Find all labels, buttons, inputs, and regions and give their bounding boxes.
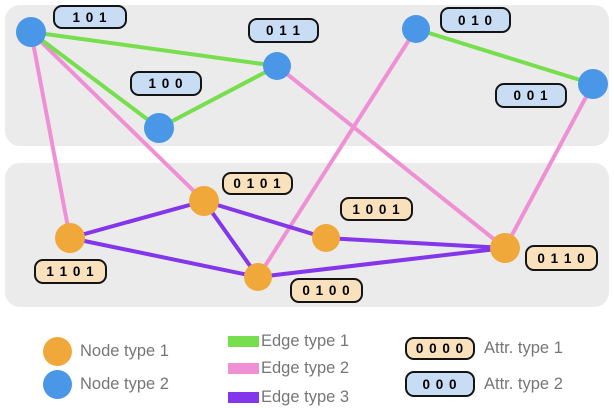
- node-type-1-o2: [189, 186, 219, 216]
- legend-item-attr-type-1: 0 0 0 0 Attr. type 1: [405, 337, 563, 360]
- legend-item-attr-type-2: 0 0 0 Attr. type 2: [405, 371, 563, 397]
- node-type-2-b1: [16, 17, 46, 47]
- legend-label: Node type 2: [80, 375, 169, 393]
- edge-type-2-swatch-icon: [228, 362, 259, 374]
- edge-type-3-o3-o5: [256, 246, 507, 279]
- edge-type-1-b2-b3: [157, 64, 279, 130]
- edge-type-1-b1-b3: [29, 30, 279, 68]
- legend-label: Edge type 1: [261, 331, 350, 350]
- legend-label: Attr. type 1: [484, 339, 563, 357]
- edge-type-3-o4-o5: [324, 236, 507, 250]
- node-type-1-o4: [312, 224, 340, 252]
- legend-item-edge-type-2: Edge type 2: [228, 357, 349, 379]
- edge-type-3-swatch-icon: [228, 391, 259, 403]
- edge-type-1-swatch-icon: [228, 335, 259, 347]
- edge-type-2-b1-o2: [29, 30, 206, 203]
- legend-label: Edge type 3: [261, 387, 350, 406]
- node-type-1-swatch-icon: [43, 337, 72, 366]
- edge-type-2-b3-o5: [275, 64, 507, 250]
- node-type-2-swatch-icon: [43, 370, 72, 399]
- legend-label: Edge type 2: [261, 358, 350, 377]
- edge-type-2-b1-o1: [29, 30, 72, 240]
- legend-item-node-type-1: Node type 1: [43, 337, 169, 366]
- node-type-1-o1: [55, 223, 85, 253]
- node-type-2-b3: [263, 52, 291, 80]
- node-type-2-b4: [402, 15, 430, 43]
- legend-label: Attr. type 2: [484, 374, 563, 393]
- edge-type-1-b4-b5: [414, 27, 595, 86]
- edge-type-3-o2-o4: [202, 199, 328, 240]
- legend-label: Node type 1: [80, 342, 169, 360]
- edge-type-3-o2-o3: [202, 199, 260, 279]
- edge-type-3-o1-o3: [68, 236, 260, 279]
- legend-item-node-type-2: Node type 2: [43, 370, 169, 399]
- node-type-2-b2: [144, 113, 174, 143]
- edge-type-3-o1-o2: [68, 199, 206, 240]
- legend-item-edge-type-1: Edge type 1: [228, 330, 349, 352]
- edge-type-2-b5-o5: [503, 82, 595, 250]
- legend-item-edge-type-3: Edge type 3: [228, 386, 349, 408]
- edge-type-2-b4-o3: [256, 27, 418, 279]
- node-type-2-b5: [578, 69, 608, 99]
- layer-band-2: [5, 163, 609, 307]
- attr-type-1-swatch: 0 0 0 0: [405, 337, 475, 360]
- attr-type-2-swatch: 0 0 0: [405, 371, 475, 397]
- node-type-1-o5: [490, 233, 520, 263]
- node-type-1-o3: [244, 263, 272, 291]
- layer-band-1: [5, 5, 609, 146]
- edge-type-1-b1-b2: [29, 30, 161, 130]
